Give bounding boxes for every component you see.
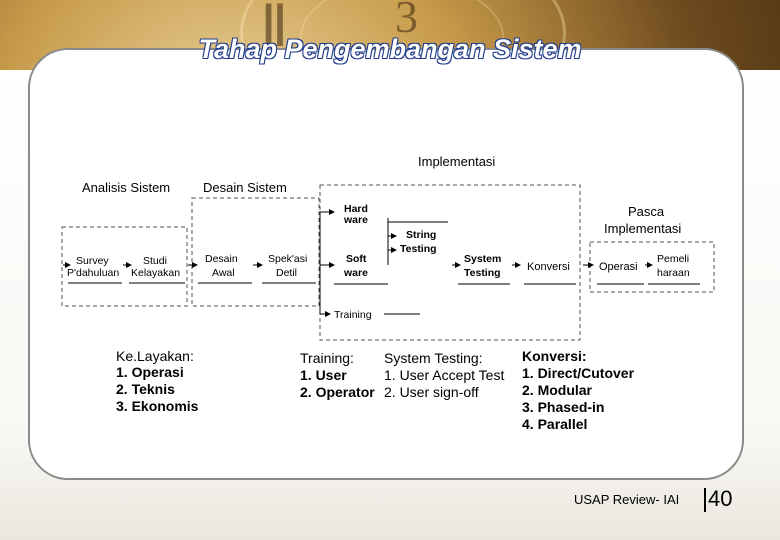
- svg-text:3. Ekonomis: 3. Ekonomis: [116, 398, 199, 414]
- step-pemeliharaan: Pemeli: [657, 253, 689, 265]
- phase-desain-sistem: Desain Sistem: [203, 180, 287, 195]
- step-desain-awal: Desain: [205, 253, 238, 265]
- note-konversi: Konversi: 1. Direct/Cutover 2. Modular 3…: [522, 348, 635, 432]
- step-training: Training: [334, 309, 372, 321]
- step-spek-detil: Detil: [276, 267, 297, 279]
- step-pemeliharaan: haraan: [657, 267, 690, 279]
- step-hardware: ware: [343, 214, 368, 226]
- desain-box: [191, 197, 320, 307]
- svg-text:1. Operasi: 1. Operasi: [116, 364, 184, 380]
- page-number: 40: [708, 486, 733, 511]
- svg-text:2. Operator: 2. Operator: [300, 384, 375, 400]
- step-hardware: Hard: [344, 203, 368, 215]
- note-kelayakan: Ke.Layakan: 1. Operasi 2. Teknis 3. Ekon…: [116, 348, 199, 414]
- svg-text:4. Parallel: 4. Parallel: [522, 416, 587, 432]
- note-training: Training: 1. User 2. Operator: [300, 350, 375, 400]
- content-frame: [28, 48, 744, 480]
- step-survey: Survey: [76, 255, 109, 267]
- phase-implementasi: Implementasi: [418, 154, 495, 169]
- svg-text:System Testing:: System Testing:: [384, 350, 483, 366]
- svg-text:Training:: Training:: [300, 350, 354, 366]
- phase-pasca-line2: Implementasi: [604, 221, 681, 236]
- page-number-divider: [704, 488, 706, 512]
- step-system-testing: Testing: [464, 267, 501, 279]
- clock-numeral-decoration: 3: [395, 0, 418, 42]
- step-software: ware: [343, 267, 368, 279]
- step-string-testing: String: [406, 229, 436, 241]
- step-desain-awal: Awal: [212, 267, 235, 279]
- step-konversi: Konversi: [527, 261, 570, 273]
- step-survey: P'dahuluan: [67, 267, 119, 279]
- svg-text:2. User sign-off: 2. User sign-off: [384, 384, 479, 400]
- analisis-box: [61, 226, 188, 307]
- svg-text:1. Direct/Cutover: 1. Direct/Cutover: [522, 365, 635, 381]
- svg-text:Ke.Layakan:: Ke.Layakan:: [116, 348, 194, 364]
- step-studi: Studi: [143, 255, 167, 267]
- svg-text:2. Teknis: 2. Teknis: [116, 381, 175, 397]
- footer-text: USAP Review- IAI: [574, 492, 680, 507]
- note-system-testing: System Testing: 1. User Accept Test 2. U…: [384, 350, 504, 400]
- step-software: Soft: [346, 253, 367, 265]
- svg-text:Konversi:: Konversi:: [522, 348, 587, 364]
- svg-text:1. User Accept Test: 1. User Accept Test: [384, 367, 504, 383]
- svg-text:3. Phased-in: 3. Phased-in: [522, 399, 604, 415]
- step-system-testing: System: [464, 253, 501, 265]
- phase-analisis-sistem: Analisis Sistem: [82, 180, 170, 195]
- step-spek-detil: Spek'asi: [268, 253, 307, 265]
- step-studi: Kelayakan: [131, 267, 180, 279]
- svg-text:1. User: 1. User: [300, 367, 347, 383]
- svg-text:2. Modular: 2. Modular: [522, 382, 593, 398]
- step-string-testing: Testing: [400, 243, 437, 255]
- step-operasi: Operasi: [599, 261, 638, 273]
- slide-title: Tahap Pengembangan Sistem: [198, 34, 582, 64]
- phase-pasca-line1: Pasca: [628, 204, 665, 219]
